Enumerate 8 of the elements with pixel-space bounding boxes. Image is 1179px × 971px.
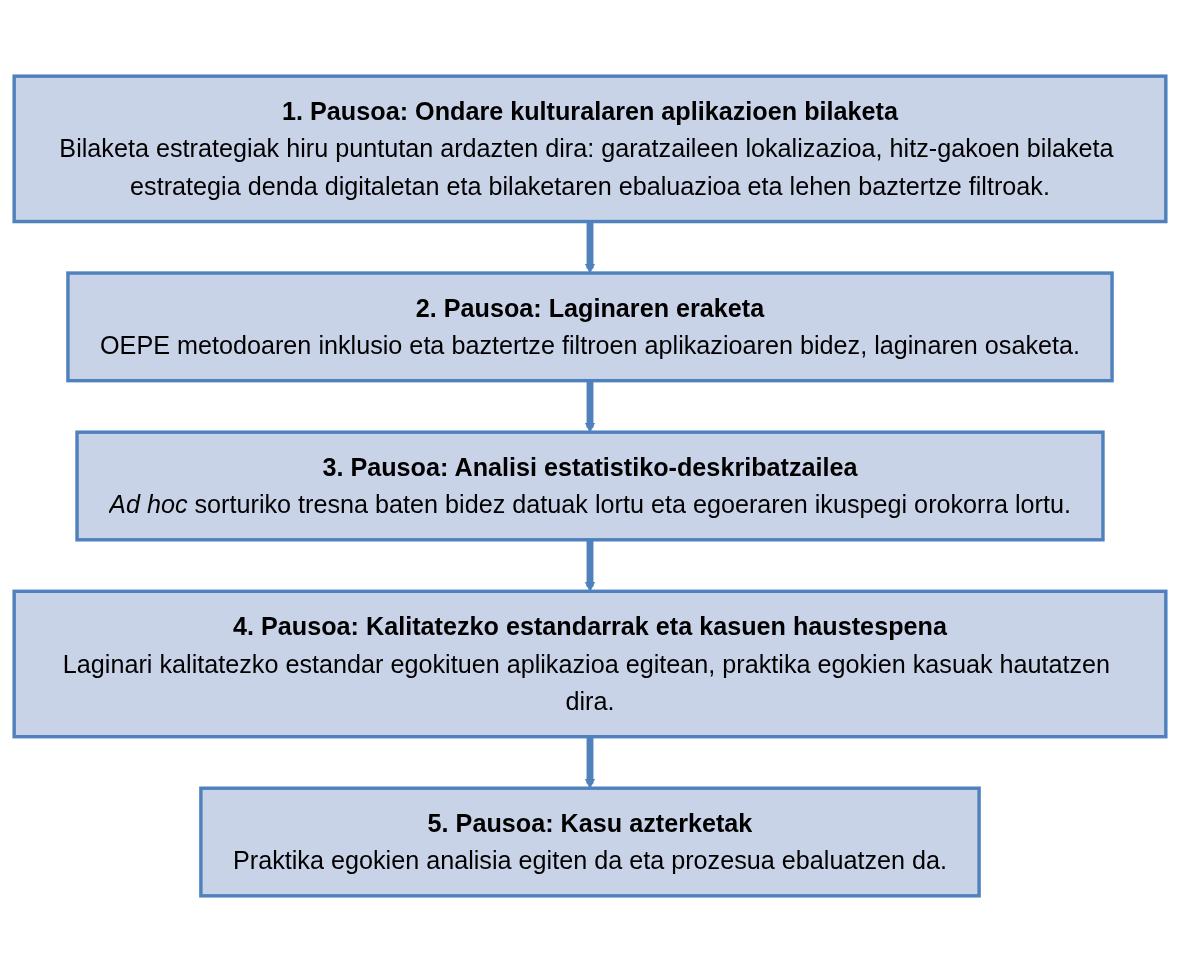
node-box: 1. Pausoa: Ondare kulturalaren aplikazioen bilaketa Bilaketa estrategiak hiru puntutan ardazten dira: garatzaileen lokalizazioa, hitz-gakoen bilaketa estrategia denda digitaletan eta bilaketaren ebaluazioa eta lehen baztertze filtroak. (11, 73, 1168, 223)
arrow (584, 221, 595, 273)
arrow (584, 380, 595, 433)
arrow (584, 736, 595, 789)
arrow (584, 539, 595, 592)
node-box: 5. Pausoa: Kasu azterketak Praktika egokien analisia egiten da eta prozesua ebaluatzen da. (198, 786, 981, 898)
node-box: 4. Pausoa: Kalitatezko estandarrak eta kasuen haustespena Laginari kalitatezko estandar egokituen aplikazioa egitean, praktika egokien kasuak hautatzen dira. (11, 589, 1168, 738)
node-box: 2. Pausoa: Laginaren eraketa OEPE metodoaren inklusio eta baztertze filtroen aplikazioaren bidez, laginaren osaketa. (65, 270, 1114, 382)
